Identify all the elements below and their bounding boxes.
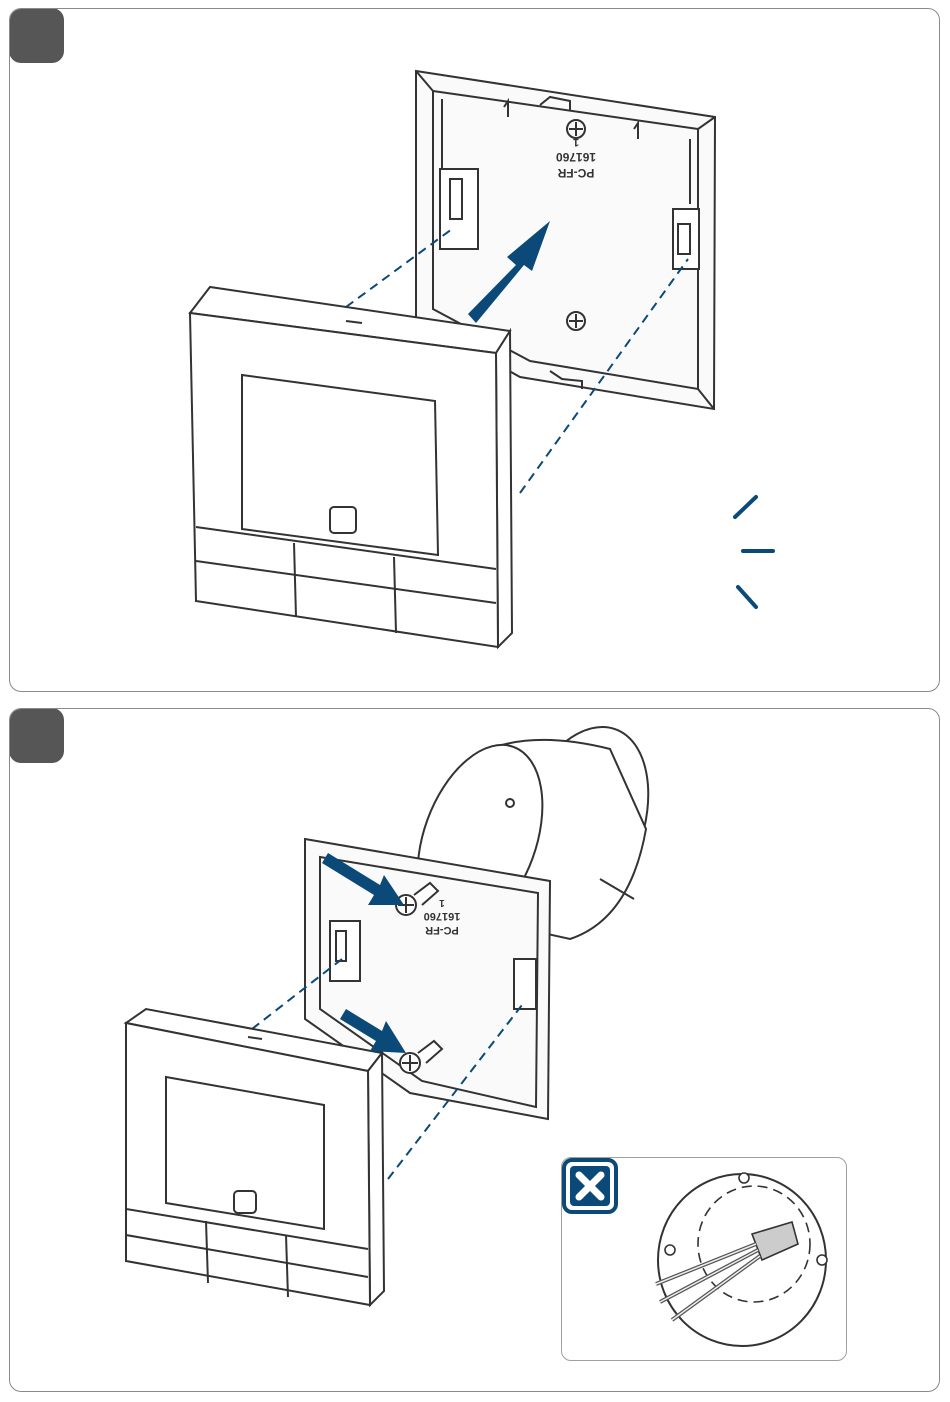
frame-label-line3: 1 [573,136,579,148]
cross-icon [562,1158,618,1214]
flush-box-with-cables [642,1164,842,1356]
step-1-illustration: PC-FR 161760 1 [10,9,940,692]
frame-label-line1: PC-FR [425,924,459,936]
frame-label-line2: 161760 [424,910,461,922]
click-sound-icon [735,497,773,607]
incorrect-wiring-inset [561,1157,847,1361]
switch-device [126,1009,384,1305]
frame-label-line1: PC-FR [557,166,594,180]
frame-label-line2: 161760 [556,150,596,164]
frame-label-line3: 1 [439,897,445,908]
step-2-panel: PC-FR 161760 1 [9,708,940,1392]
switch-device [190,287,512,647]
step-1-panel: PC-FR 161760 1 [9,8,940,692]
